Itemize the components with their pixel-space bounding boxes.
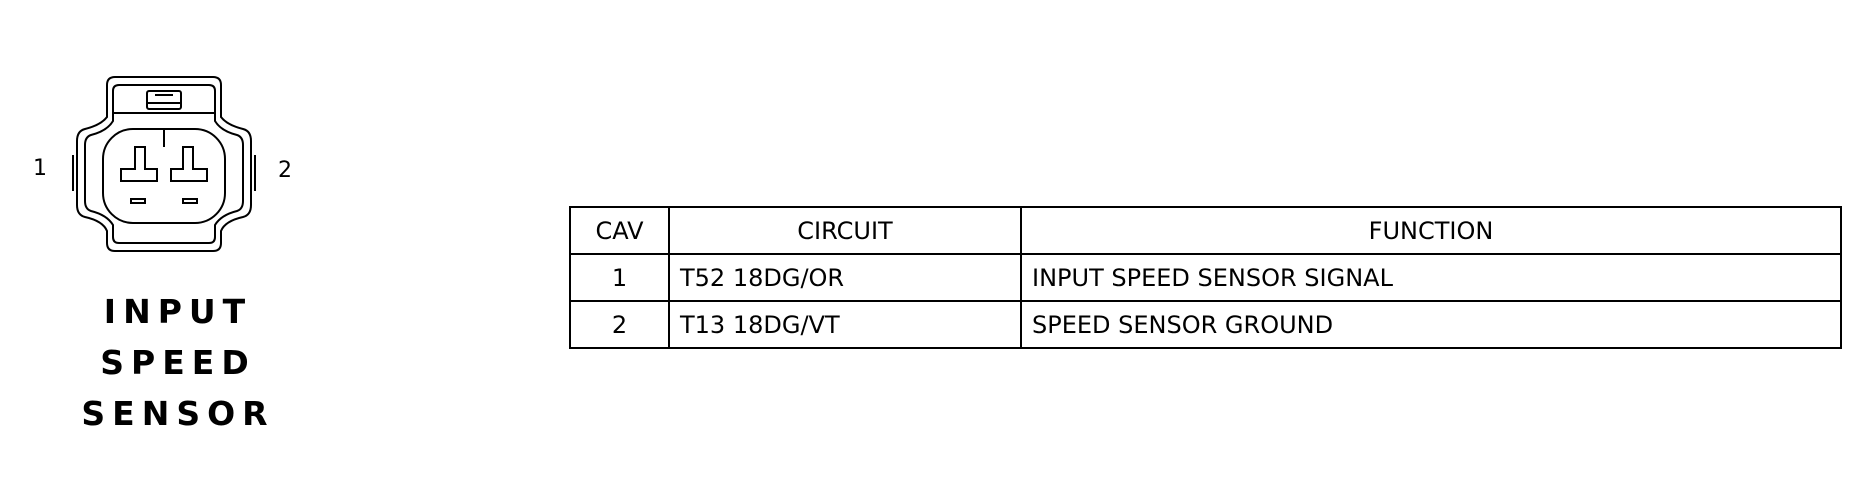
cell-function: SPEED SENSOR GROUND <box>1020 300 1842 349</box>
header-cav: CAV <box>569 206 670 255</box>
title-line-1: INPUT <box>103 292 253 331</box>
cell-circuit: T52 18DG/OR <box>668 253 1022 302</box>
table-row: 2 T13 18DG/VT SPEED SENSOR GROUND <box>569 300 1842 349</box>
pinout-table: CAV CIRCUIT FUNCTION 1 T52 18DG/OR INPUT… <box>569 206 1842 349</box>
table-row: 1 T52 18DG/OR INPUT SPEED SENSOR SIGNAL <box>569 253 1842 302</box>
pin-1-label: 1 <box>33 156 47 181</box>
connector-title: INPUT SPEED SENSOR <box>68 286 288 439</box>
cell-function: INPUT SPEED SENSOR SIGNAL <box>1020 253 1842 302</box>
title-line-2: SPEED <box>100 343 256 382</box>
header-circuit: CIRCUIT <box>668 206 1022 255</box>
title-line-3: SENSOR <box>81 394 275 433</box>
header-function: FUNCTION <box>1020 206 1842 255</box>
table-header-row: CAV CIRCUIT FUNCTION <box>569 206 1842 255</box>
connector-face-icon <box>72 76 256 252</box>
cell-cav: 2 <box>569 300 670 349</box>
pin-2-label: 2 <box>278 158 292 183</box>
cell-circuit: T13 18DG/VT <box>668 300 1022 349</box>
cell-cav: 1 <box>569 253 670 302</box>
